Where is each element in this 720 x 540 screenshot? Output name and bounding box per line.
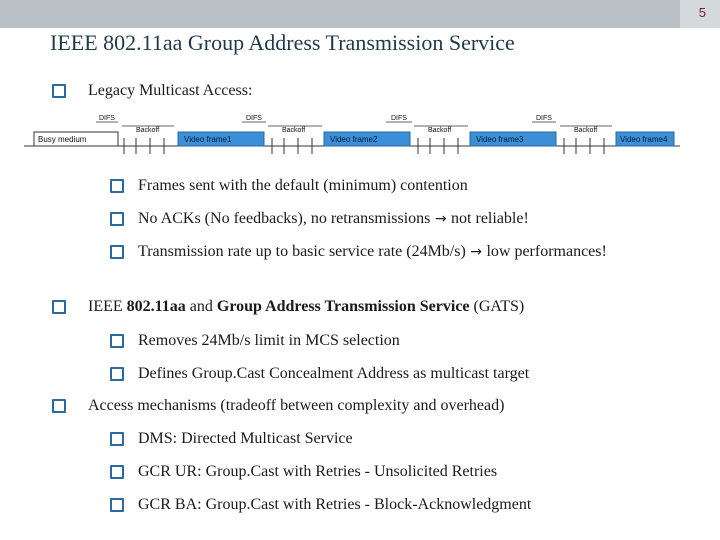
video-frame4-label: Video frame4 <box>620 135 668 144</box>
bullet-removes-limit: Removes 24Mb/s limit in MCS selection <box>110 332 400 350</box>
page-number: 5 <box>698 5 706 20</box>
difs-label: DIFS <box>391 115 407 122</box>
video-frame3-label: Video frame3 <box>476 135 524 144</box>
bullet-dms-text: DMS: Directed Multicast Service <box>138 430 353 447</box>
bullet-gcr-ur: GCR UR: Group.Cast with Retries - Unsoli… <box>110 463 497 481</box>
bullet-concealment-address-text: Defines Group.Cast Concealment Address a… <box>138 365 530 382</box>
bullet-gcr-ba-text: GCR BA: Group.Cast with Retries - Block-… <box>138 496 532 513</box>
busy-medium-label: Busy medium <box>38 135 87 144</box>
bullet-access-mechanisms-text: Access mechanisms (tradeoff between comp… <box>88 397 505 414</box>
bullet-ieee-gats-name: Group Address Transmission Service <box>216 298 470 315</box>
difs-label: DIFS <box>99 115 115 122</box>
bullet-access-mechanisms: Access mechanisms (tradeoff between comp… <box>52 397 504 415</box>
bullet-no-acks: No ACKs (No feedbacks), no retransmissio… <box>110 210 529 228</box>
checkbox-bullet-icon <box>110 212 124 226</box>
bullet-no-acks-result: not reliable! <box>451 210 529 227</box>
backoff-label: Backoff <box>136 127 159 134</box>
checkbox-bullet-icon <box>52 84 66 98</box>
checkbox-bullet-icon <box>110 334 124 348</box>
video-frame-box <box>615 131 675 147</box>
checkbox-bullet-icon <box>110 465 124 479</box>
video-frame-box <box>469 131 557 147</box>
video-frame-box <box>177 131 265 147</box>
bullet-ieee-gats-abbr: (GATS) <box>473 298 525 315</box>
backoff-label: Backoff <box>574 127 597 134</box>
bullet-frames-default-text: Frames sent with the default (minimum) c… <box>138 177 468 194</box>
bullet-legacy-text: Legacy Multicast Access: <box>88 82 253 99</box>
difs-label: DIFS <box>246 115 262 122</box>
top-bar-accent <box>0 0 680 28</box>
timing-diagram: Busy medium DIFS Backoff Video frame1 DI… <box>24 108 680 160</box>
right-arrow-icon: → <box>465 244 487 260</box>
difs-label: DIFS <box>536 115 552 122</box>
bullet-removes-limit-text: Removes 24Mb/s limit in MCS selection <box>138 332 400 349</box>
bullet-no-acks-text: No ACKs (No feedbacks), no retransmissio… <box>138 210 431 227</box>
checkbox-bullet-icon <box>110 432 124 446</box>
video-frame1-label: Video frame1 <box>184 135 232 144</box>
backoff-label: Backoff <box>428 127 451 134</box>
video-frame2-label: Video frame2 <box>330 135 378 144</box>
checkbox-bullet-icon <box>110 245 124 259</box>
bullet-frames-default: Frames sent with the default (minimum) c… <box>110 177 468 195</box>
checkbox-bullet-icon <box>110 367 124 381</box>
bullet-ieee-and: and <box>189 298 213 315</box>
right-arrow-icon: → <box>430 211 452 227</box>
bullet-transmission-rate-result: low performances! <box>486 243 607 260</box>
checkbox-bullet-icon <box>110 179 124 193</box>
video-frame-box <box>323 131 411 147</box>
bullet-transmission-rate: Transmission rate up to basic service ra… <box>110 243 607 261</box>
backoff-label: Backoff <box>282 127 305 134</box>
bullet-dms: DMS: Directed Multicast Service <box>110 430 353 448</box>
checkbox-bullet-icon <box>52 300 66 314</box>
busy-medium-box <box>33 131 119 147</box>
bullet-gcr-ba: GCR BA: Group.Cast with Retries - Block-… <box>110 496 531 514</box>
bullet-ieee-prefix: IEEE <box>88 298 123 315</box>
bullet-legacy: Legacy Multicast Access: <box>52 82 252 100</box>
bullet-gcr-ur-text: GCR UR: Group.Cast with Retries - Unsoli… <box>138 463 498 480</box>
top-bar <box>0 0 720 28</box>
bullet-ieee-gats: IEEE 802.11aa and Group Address Transmis… <box>52 298 524 316</box>
bullet-concealment-address: Defines Group.Cast Concealment Address a… <box>110 365 529 383</box>
checkbox-bullet-icon <box>110 498 124 512</box>
checkbox-bullet-icon <box>52 399 66 413</box>
bullet-ieee-standard: 802.11aa <box>126 298 186 315</box>
slide-title: IEEE 802.11aa Group Address Transmission… <box>50 30 515 55</box>
bullet-transmission-rate-text: Transmission rate up to basic service ra… <box>138 243 466 260</box>
